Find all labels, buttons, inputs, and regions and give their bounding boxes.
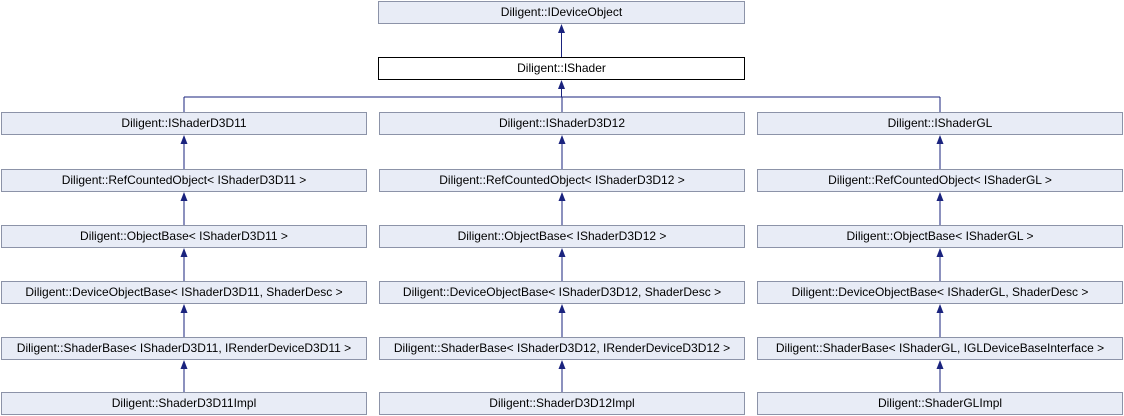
node-label: Diligent::ObjectBase< IShaderD3D12 >	[457, 229, 667, 243]
arrowhead-ishader	[558, 80, 565, 89]
node-gl-interface[interactable]: Diligent::IShaderGL	[757, 112, 1123, 135]
node-label: Diligent::ShaderGLImpl	[877, 396, 1003, 410]
node-label: Diligent::ShaderD3D11Impl	[111, 396, 257, 410]
node-label: Diligent::RefCountedObject< IShaderD3D12…	[439, 173, 685, 187]
node-label: Diligent::IShader	[517, 61, 606, 75]
node-label: Diligent::IShaderD3D11	[121, 116, 247, 130]
arrowhead-gl-shader-base	[936, 360, 944, 369]
node-d3d11-shader-base[interactable]: Diligent::ShaderBase< IShaderD3D11, IRen…	[1, 337, 367, 360]
node-d3d12-device-object-base[interactable]: Diligent::DeviceObjectBase< IShaderD3D12…	[379, 281, 745, 304]
node-d3d11-interface[interactable]: Diligent::IShaderD3D11	[1, 112, 367, 135]
node-label: Diligent::RefCountedObject< IShaderGL >	[828, 173, 1052, 187]
arrowhead-d3d12-interface	[558, 135, 566, 144]
node-label: Diligent::ShaderBase< IShaderGL, IGLDevi…	[775, 341, 1105, 355]
node-label: Diligent::DeviceObjectBase< IShaderD3D12…	[402, 285, 722, 299]
arrowhead-d3d12-device-object-base	[558, 304, 566, 313]
arrowhead-d3d11-device-object-base	[180, 304, 188, 313]
arrowhead-idevice-object	[558, 24, 565, 33]
node-label: Diligent::ShaderBase< IShaderD3D11, IRen…	[16, 341, 352, 355]
node-gl-device-object-base[interactable]: Diligent::DeviceObjectBase< IShaderGL, S…	[757, 281, 1123, 304]
node-gl-impl[interactable]: Diligent::ShaderGLImpl	[757, 392, 1123, 415]
node-label: Diligent::DeviceObjectBase< IShaderGL, S…	[791, 285, 1089, 299]
arrowhead-gl-interface	[936, 135, 944, 144]
node-label: Diligent::IShaderD3D12	[498, 116, 626, 130]
node-label: Diligent::ShaderD3D12Impl	[489, 396, 635, 410]
node-d3d12-refcounted-object[interactable]: Diligent::RefCountedObject< IShaderD3D12…	[379, 169, 745, 192]
node-d3d12-impl[interactable]: Diligent::ShaderD3D12Impl	[379, 392, 745, 415]
node-idevice-object[interactable]: Diligent::IDeviceObject	[378, 1, 745, 24]
arrowhead-d3d11-shader-base	[180, 360, 188, 369]
node-label: Diligent::IDeviceObject	[500, 5, 623, 19]
arrowhead-gl-object-base	[936, 248, 944, 257]
node-label: Diligent::ShaderBase< IShaderD3D12, IRen…	[393, 341, 731, 355]
node-d3d12-object-base[interactable]: Diligent::ObjectBase< IShaderD3D12 >	[379, 225, 745, 248]
node-d3d11-refcounted-object[interactable]: Diligent::RefCountedObject< IShaderD3D11…	[1, 169, 367, 192]
arrowhead-d3d12-shader-base	[558, 360, 566, 369]
node-gl-object-base[interactable]: Diligent::ObjectBase< IShaderGL >	[757, 225, 1123, 248]
node-gl-shader-base[interactable]: Diligent::ShaderBase< IShaderGL, IGLDevi…	[757, 337, 1123, 360]
arrowhead-d3d12-object-base	[558, 248, 566, 257]
node-label: Diligent::DeviceObjectBase< IShaderD3D11…	[25, 285, 343, 299]
arrowhead-gl-device-object-base	[936, 304, 944, 313]
node-label: Diligent::ObjectBase< IShaderGL >	[846, 229, 1034, 243]
node-label: Diligent::ObjectBase< IShaderD3D11 >	[80, 229, 288, 243]
node-d3d11-device-object-base[interactable]: Diligent::DeviceObjectBase< IShaderD3D11…	[1, 281, 367, 304]
node-ishader-current: Diligent::IShader	[378, 57, 745, 80]
node-d3d12-shader-base[interactable]: Diligent::ShaderBase< IShaderD3D12, IRen…	[379, 337, 745, 360]
node-label: Diligent::IShaderGL	[887, 116, 993, 130]
node-label: Diligent::RefCountedObject< IShaderD3D11…	[61, 173, 307, 187]
arrowhead-gl-refcounted-object	[936, 192, 944, 201]
arrowhead-d3d11-interface	[180, 135, 188, 144]
node-d3d11-object-base[interactable]: Diligent::ObjectBase< IShaderD3D11 >	[1, 225, 367, 248]
node-d3d11-impl[interactable]: Diligent::ShaderD3D11Impl	[1, 392, 367, 415]
node-d3d12-interface[interactable]: Diligent::IShaderD3D12	[379, 112, 745, 135]
arrowhead-d3d11-refcounted-object	[180, 192, 188, 201]
arrowhead-d3d11-object-base	[180, 248, 188, 257]
node-gl-refcounted-object[interactable]: Diligent::RefCountedObject< IShaderGL >	[757, 169, 1123, 192]
arrowhead-d3d12-refcounted-object	[558, 192, 566, 201]
